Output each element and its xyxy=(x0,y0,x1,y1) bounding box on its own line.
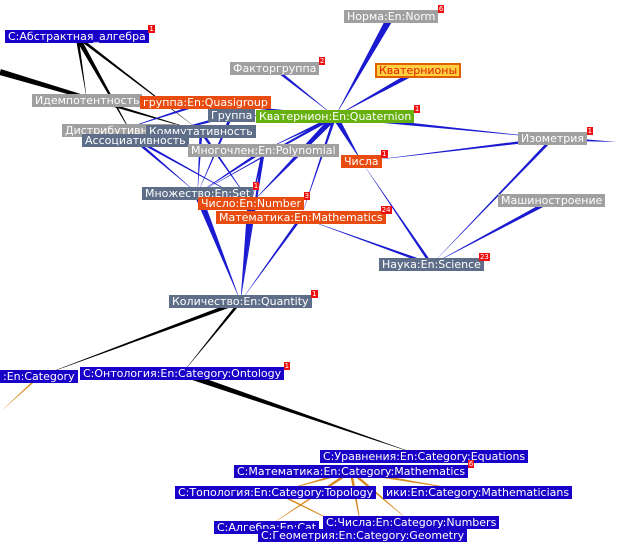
edge-mnogochlen-mnozh xyxy=(197,149,265,194)
edge-ontol-eqn xyxy=(181,370,424,457)
node-polynomial[interactable]: Многочлен:En:Polynomial xyxy=(188,144,339,157)
node-badge: 1 xyxy=(148,25,155,33)
edge-faktor-quat xyxy=(273,67,335,117)
edge-kolich-catcat xyxy=(39,299,242,377)
edge-mashino-nauka xyxy=(431,198,553,265)
edge-quat-mnogochlen xyxy=(263,115,336,151)
node-badge: 6 xyxy=(467,460,475,468)
edge-kolich-ontol xyxy=(182,300,242,374)
edge-assoc-mnozh xyxy=(134,139,198,194)
node-topology[interactable]: С:Топология:En:Category:Topology xyxy=(175,486,377,499)
edge-mnozh-kolich xyxy=(194,192,241,302)
edge-mnogochlen-kolich xyxy=(240,150,265,302)
node-associativnost[interactable]: Ассоциативность xyxy=(82,134,189,147)
edge-izom-nauka xyxy=(431,137,554,265)
node-badge: 1 xyxy=(283,362,291,370)
node-badge: 1 xyxy=(413,105,421,113)
node-badge: 1 xyxy=(586,127,594,135)
node-badge: 23 xyxy=(478,253,490,261)
node-mathematicians[interactable]: ики:En:Category:Mathematicians xyxy=(383,486,573,499)
edge-norm-quat xyxy=(335,14,395,117)
node-quasigroup[interactable]: группа:En:Quasigroup xyxy=(140,96,271,109)
node-mashinostroenie[interactable]: Машиностроение xyxy=(498,194,606,207)
node-badge: 1 xyxy=(311,290,318,298)
edge-nauka-math xyxy=(301,217,432,266)
node-gruppa[interactable]: Группа xyxy=(208,109,256,122)
edge-math-kolich xyxy=(240,216,303,302)
node-kvaterniony[interactable]: Кватернионы xyxy=(375,63,462,78)
edge-abstr-assoc xyxy=(74,35,136,141)
edge-distr-number xyxy=(118,129,251,204)
edge-quat-chisla xyxy=(332,115,362,162)
node-numbers-category[interactable]: С:Числа:En:Category:Numbers xyxy=(323,516,500,529)
node-badge: 2 xyxy=(318,57,326,65)
node-geometry[interactable]: С:Геометрия:En:Category:Geometry xyxy=(258,529,468,542)
edge-izom-chisla xyxy=(361,137,553,162)
node-badge: 1 xyxy=(252,182,260,190)
edge-catmath-chislacat xyxy=(350,470,411,523)
node-idempotentnost[interactable]: Идемпотентность xyxy=(32,94,143,107)
edge-abstr-idem xyxy=(75,36,87,101)
edge-catcat-edge-bottom-left xyxy=(0,375,40,412)
node-badge: 24 xyxy=(380,206,392,214)
edge-abstr-kommut xyxy=(76,35,201,132)
edge-nauka-chisla xyxy=(361,161,433,266)
edge-quat-number xyxy=(251,114,338,204)
node-badge: 6 xyxy=(437,5,445,13)
node-equations[interactable]: С:Уравнения:En:Category:Equations xyxy=(320,450,529,463)
edge-kvat-quat xyxy=(335,68,420,117)
node-badge: 1 xyxy=(381,150,388,158)
node-category[interactable]: :En:Category xyxy=(0,370,78,383)
node-badge: 3 xyxy=(303,192,311,200)
